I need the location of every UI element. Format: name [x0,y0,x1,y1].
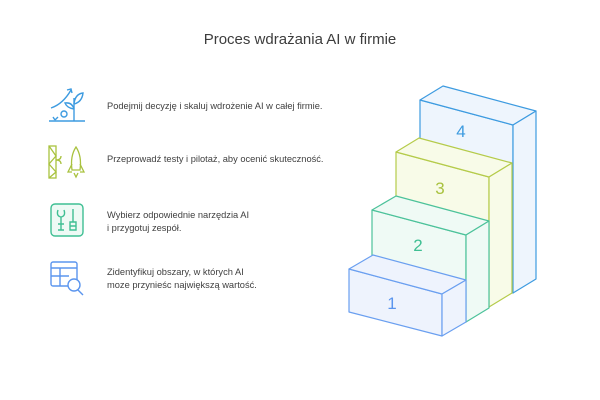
step-3-line1: Przeprowadź testy i pilotaż, aby ocenić … [107,154,324,164]
step-4-number: 4 [456,122,465,141]
step-1-line2: moze przynieśc największą wartość. [107,280,257,290]
step-2-number: 2 [413,236,422,255]
step-1-text: Zidentyfikuj obszary, w których AI moze p… [107,266,257,292]
step-1-number: 1 [387,294,396,313]
table-search-icon [50,261,84,296]
step-2-text: Wybierz odpowiednie narzędzia AI i przygo… [107,209,249,235]
rocket-launch-icon [48,145,86,179]
growth-plant-icon [49,88,85,122]
step-3-number: 3 [435,179,444,198]
step-4-text: Podejmij decyzję i skaluj wdrożenie AI w… [107,100,322,113]
diagram-title: Proces wdrażania AI w firmie [203,31,397,48]
step-1-line1: Zidentyfikuj obszary, w których AI [107,267,244,277]
step-4-line1: Podejmij decyzję i skaluj wdrożenie AI w… [107,101,323,111]
step-3-text: Przeprowadź testy i pilotaż, aby ocenić … [107,153,324,166]
step-2-line2: i przygotuj zespół. [107,223,182,233]
step-1-block: 1 [348,254,467,337]
step-2-line1: Wybierz odpowiednie narzędzia AI [107,210,250,220]
tools-icon [50,203,84,237]
